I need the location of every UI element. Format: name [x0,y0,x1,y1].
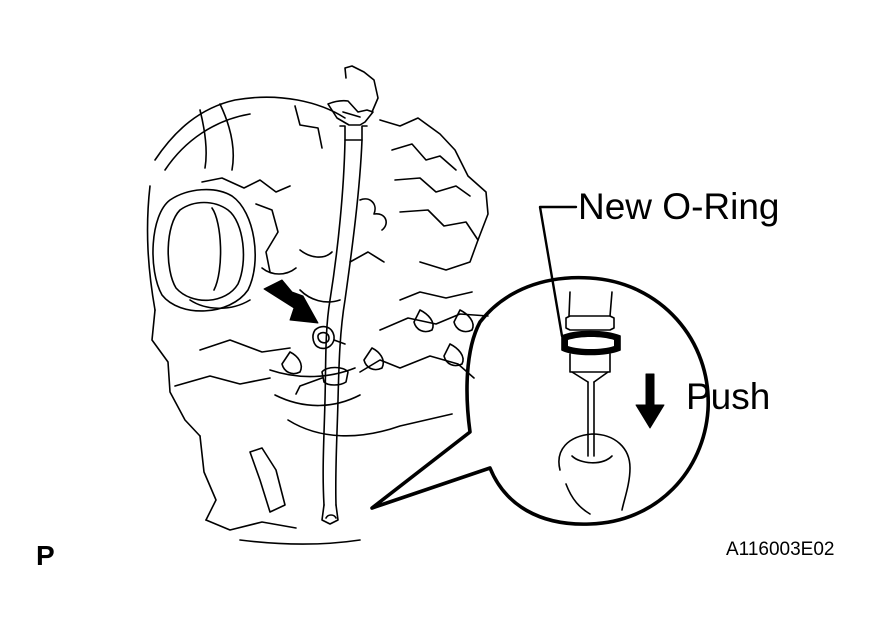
engine-block [146,96,489,545]
detail-callout [370,275,710,526]
figure-code-label: A116003E02 [726,539,835,560]
detail-tube [558,291,631,515]
arrow-down-icon [635,373,665,429]
dipstick-guide [295,65,379,525]
pulley [152,177,291,312]
new-o-ring-label: New O-Ring [578,186,780,227]
view-marker-label: P [36,540,55,571]
push-label: Push [686,376,771,417]
oring-leader [538,205,578,338]
pointer-arrow-icon [263,279,319,324]
